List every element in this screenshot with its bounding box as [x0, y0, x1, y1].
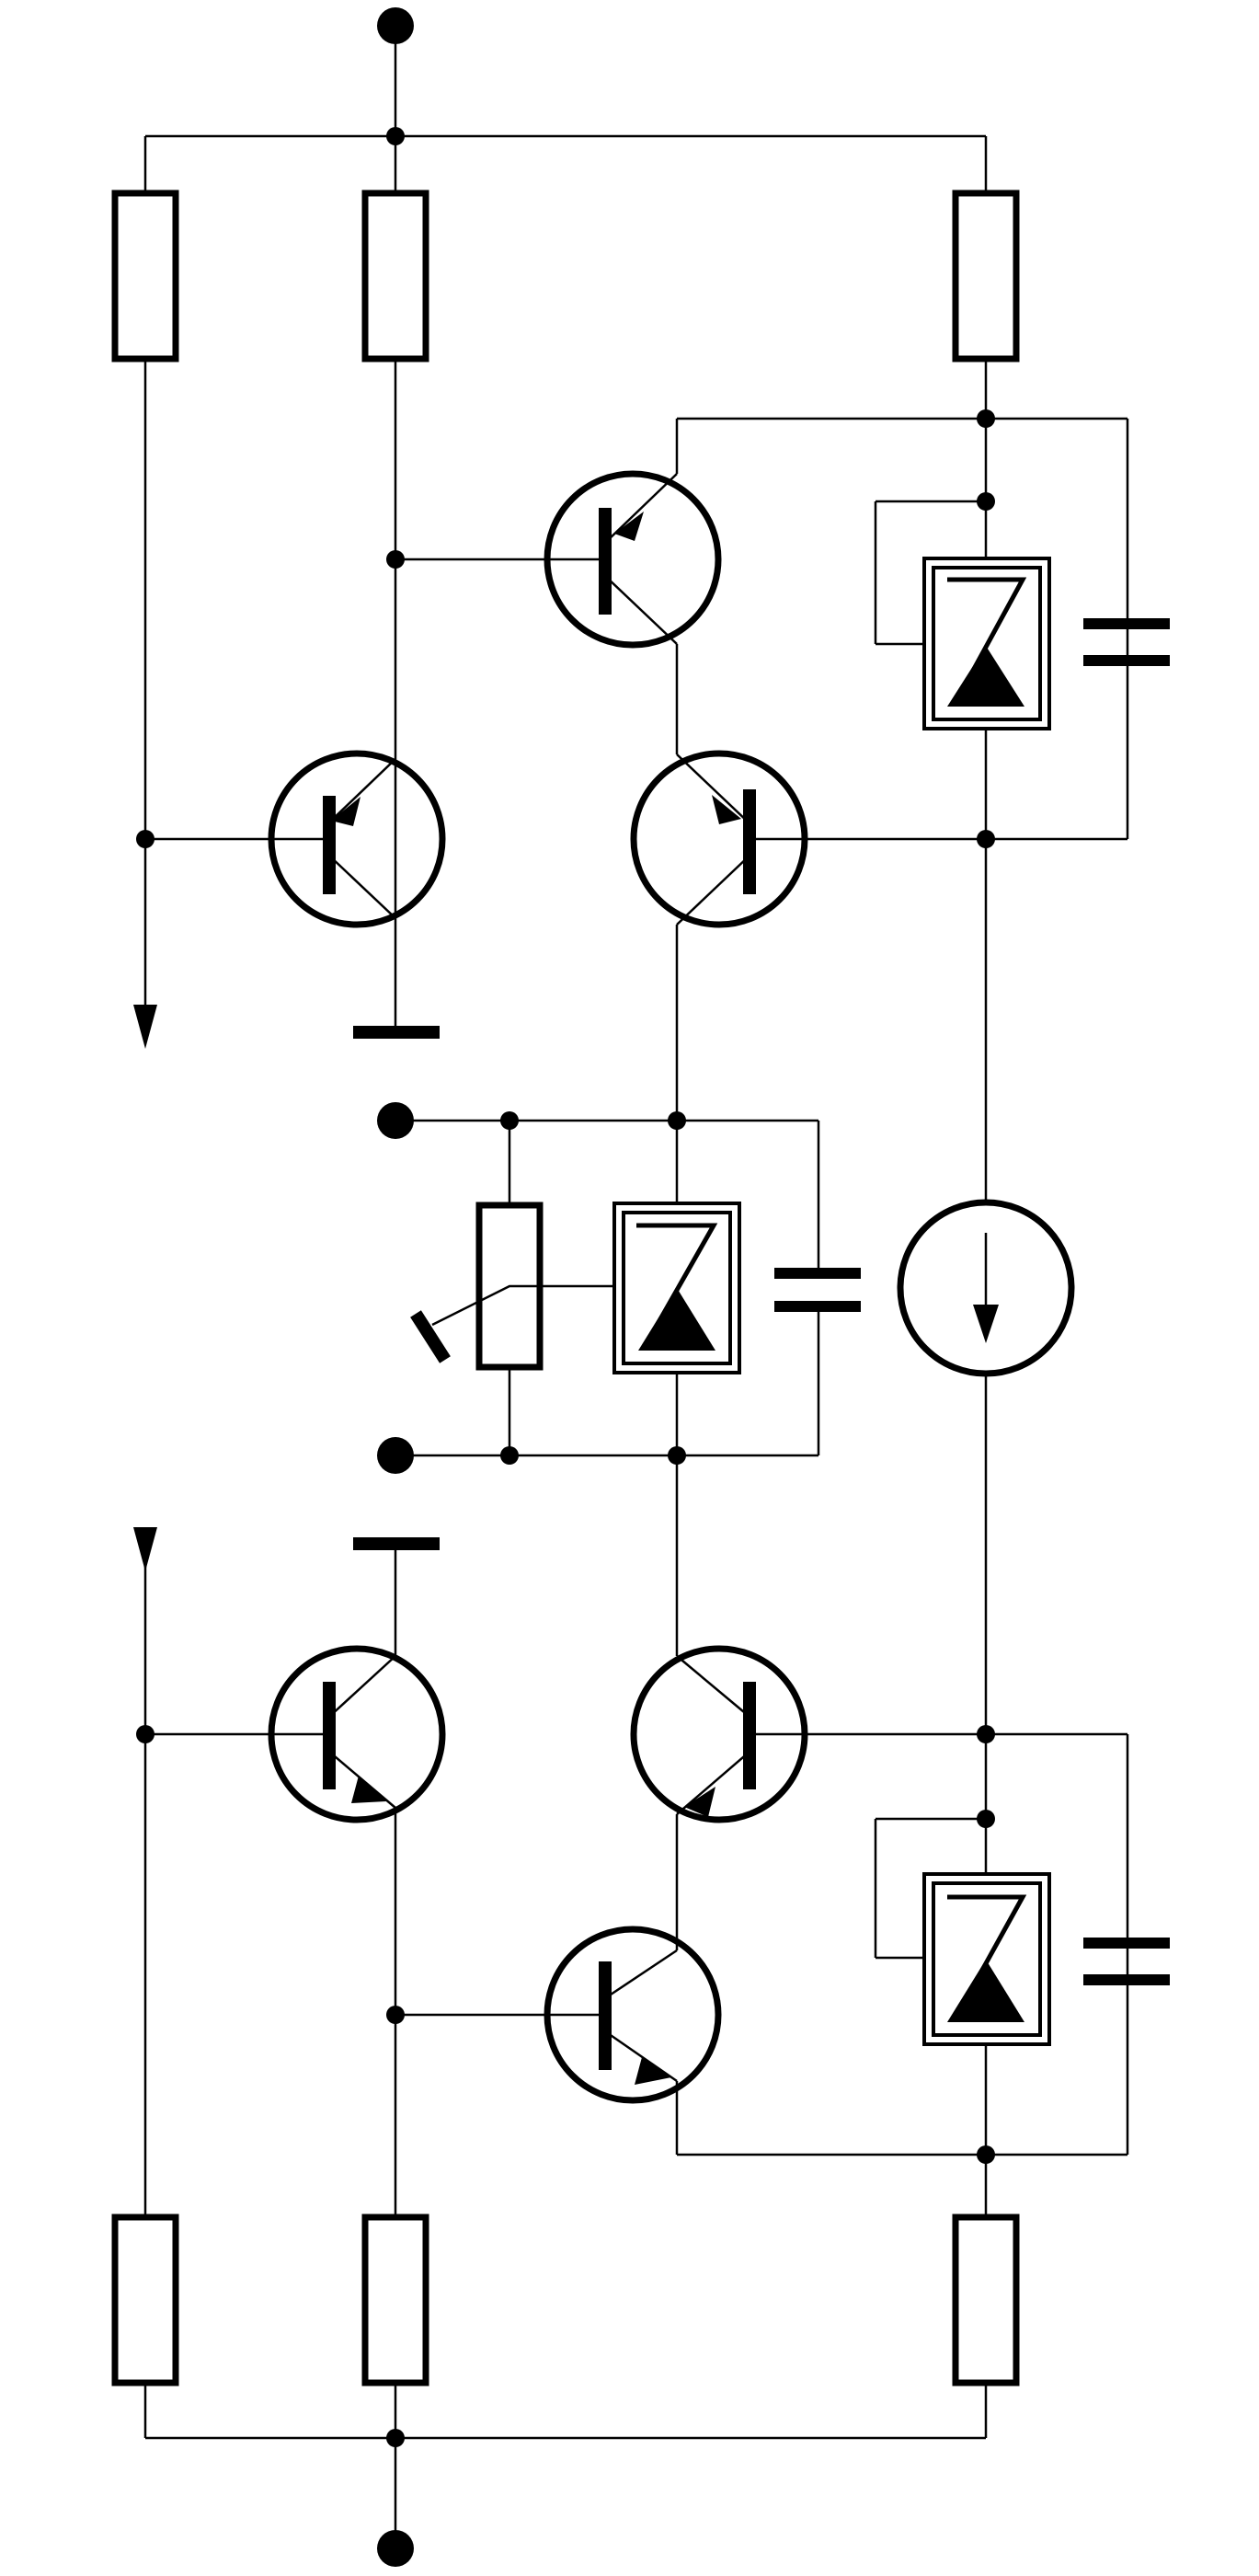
terminal-bottom [377, 2530, 414, 2567]
transistor-q6 [544, 1926, 1127, 2156]
transistor-q2 [544, 417, 1127, 649]
zener-diode-mid [612, 1202, 741, 1374]
capacitor-mid [774, 1268, 861, 1312]
resistor-bottom-mid [361, 2214, 429, 2386]
left-output-bottom [133, 1527, 157, 2217]
transistor-q1 [145, 750, 446, 928]
right-column-top [874, 359, 1129, 1205]
capacitor-bottom [1083, 1938, 1170, 1985]
zener-diode-bottom [922, 1872, 1051, 2046]
capacitor-top [1083, 618, 1170, 666]
middle-section [377, 925, 820, 1474]
top-supply-rail [143, 7, 988, 193]
mid-column-bottom [353, 1537, 552, 2217]
resistor-bottom-right [952, 2214, 1020, 2386]
current-source [897, 1199, 1075, 1734]
arrow-down-icon [133, 1005, 157, 1049]
resistor-bottom-left [111, 2214, 179, 2386]
resistor-top-left [111, 190, 179, 362]
bottom-supply-rail [143, 2383, 988, 2567]
resistor-top-mid [361, 190, 429, 362]
mid-column-top [353, 359, 552, 1039]
transistor-q4 [145, 1645, 446, 1823]
zener-diode-top [922, 557, 1051, 730]
transistor-q5 [630, 1455, 986, 1950]
transistor-q3 [630, 644, 986, 928]
left-output-top [133, 359, 157, 1049]
arrow-down-icon-bottom [133, 1527, 157, 1571]
resistor-top-right [952, 190, 1020, 362]
